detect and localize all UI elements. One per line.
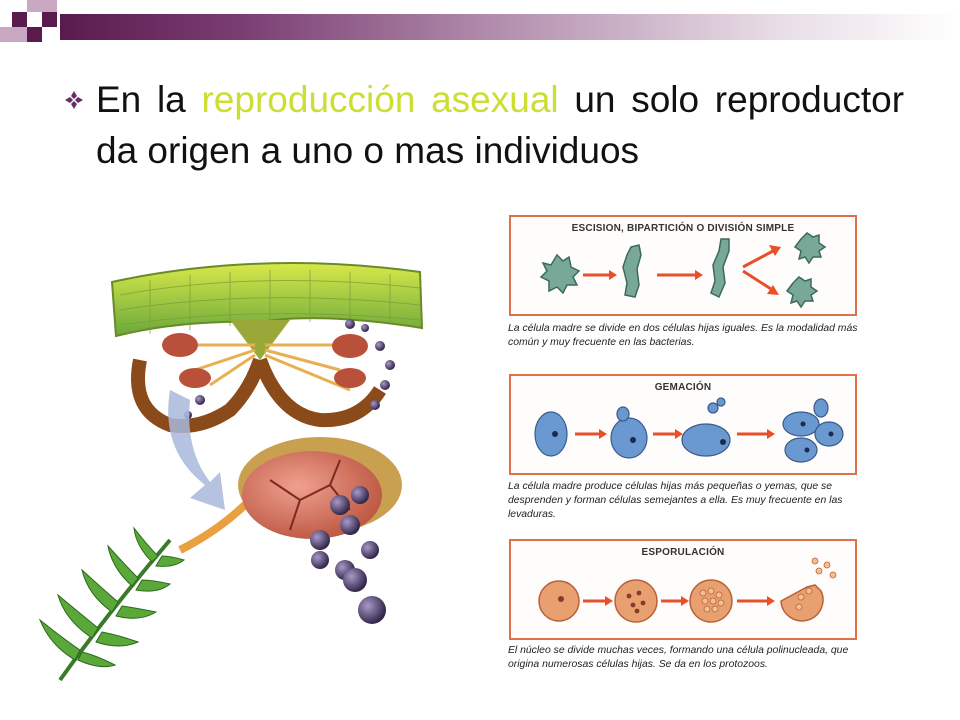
panel-caption: La célula madre produce células hijas má…: [508, 481, 843, 520]
banner-square: [27, 27, 42, 42]
banner-square: [27, 0, 42, 12]
panel-title: GEMACIÓN: [654, 382, 712, 393]
panel-esporulacion: ESPORULACIÓN: [509, 539, 857, 640]
panel-title: ESCISION, BIPARTICIÓN O DIVISIÓN SIMPLE: [571, 223, 795, 234]
diamond-bullet-icon: [65, 91, 83, 109]
banner-square: [42, 0, 57, 12]
panel-title: ESPORULACIÓN: [641, 547, 725, 558]
highlighted-term: reproducción asexual: [201, 79, 559, 120]
panel-escision: ESCISION, BIPARTICIÓN O DIVISIÓN SIMPLE: [509, 215, 857, 316]
banner-square: [0, 27, 12, 42]
fern-sporangium-illustration: [38, 262, 424, 682]
esporulacion-diagram: [538, 557, 837, 623]
escision-diagram: [539, 232, 827, 309]
banner-gradient-bar: [60, 14, 960, 40]
header-banner: [0, 0, 960, 52]
banner-square: [12, 27, 27, 42]
panel-caption: La célula madre se divide en dos células…: [508, 323, 858, 348]
bullet-text: En la reproducción asexual un solo repro…: [96, 74, 904, 176]
gemacion-diagram: [534, 397, 844, 463]
banner-square: [42, 12, 57, 27]
panel-caption: El núcleo se divide muchas veces, forman…: [508, 645, 849, 670]
panel-gemacion: GEMACIÓN: [509, 374, 857, 475]
text-after: un solo reproductor da origen a uno o ma…: [96, 79, 905, 171]
text-before: En la: [96, 79, 186, 120]
banner-square: [12, 12, 27, 27]
